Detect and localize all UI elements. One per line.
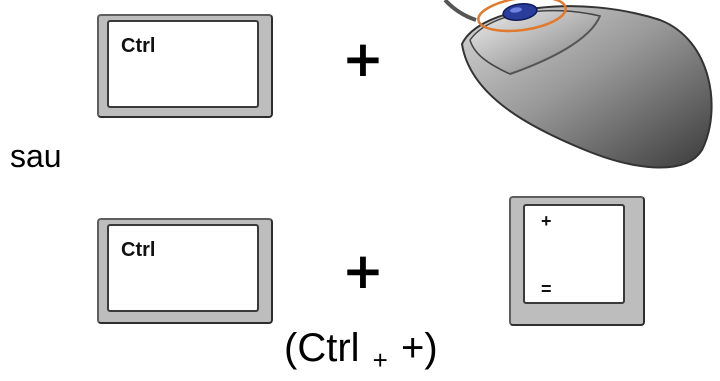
ctrl-key-bottom-face: Ctrl	[107, 224, 259, 312]
plus-sign-bottom: +	[342, 242, 384, 300]
plus-equals-key-bottom-label: =	[541, 279, 552, 299]
shortcut-caption-joiner: +	[372, 345, 388, 375]
shortcut-caption-open: (Ctrl	[284, 326, 360, 370]
plus-sign-top: +	[342, 30, 384, 88]
plus-equals-key: + =	[509, 196, 645, 326]
computer-mouse-icon	[443, 0, 713, 169]
ctrl-key-top-label: Ctrl	[121, 35, 156, 57]
shortcut-caption-close: +)	[400, 326, 438, 370]
ctrl-key-bottom-label: Ctrl	[121, 239, 156, 261]
ctrl-key-top: Ctrl	[97, 14, 273, 118]
plus-equals-key-top-label: +	[541, 211, 552, 231]
ctrl-key-bottom: Ctrl	[97, 218, 273, 324]
then-label: sau	[10, 138, 62, 174]
shortcut-caption: (Ctrl + +)	[284, 326, 438, 373]
ctrl-key-top-face: Ctrl	[107, 20, 259, 108]
plus-equals-key-face: + =	[523, 204, 625, 304]
